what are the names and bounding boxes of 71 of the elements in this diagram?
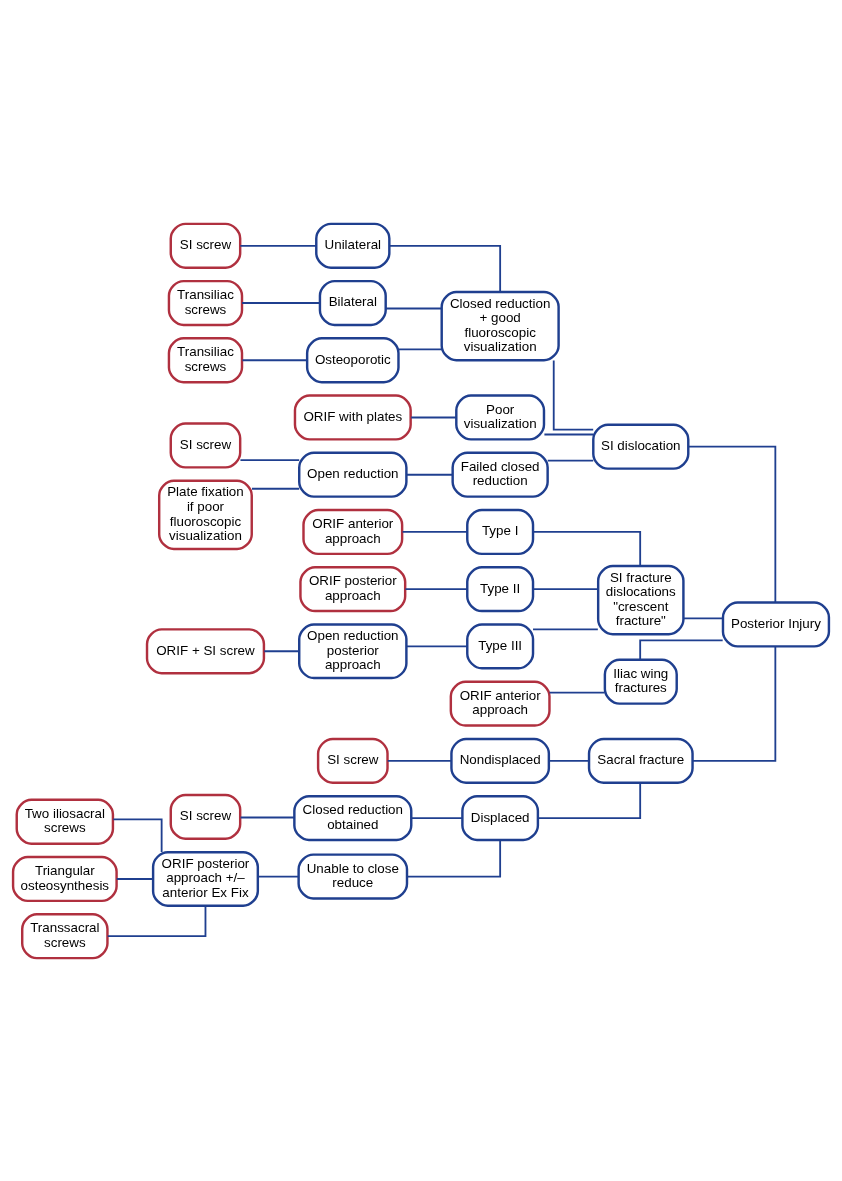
node-box: Displaced [461,794,540,841]
node-box: Unable to close reduce [297,852,409,900]
connector [691,645,777,762]
node-box: Transiliac screws [167,336,244,383]
connector [384,307,443,309]
node-box: Plate fixation if poor fluoroscopic visualization [158,479,253,550]
node-box: Posterior Injury [721,600,831,648]
connector [112,817,163,853]
node-box: ORIF posterior approach +/– anterior Ex Fix [151,850,260,907]
node-box: SI dislocation [592,423,690,470]
connector [241,301,321,304]
connector [404,587,468,590]
connector [239,816,296,818]
node-box: Type III [466,622,535,670]
connector [239,244,317,247]
node-box: SI screw [169,222,242,269]
node-box: Iliac wing fractures [603,658,678,705]
node-box: Closed reduction obtained [293,794,413,841]
node-box: ORIF + SI screw [145,627,266,674]
connector [532,530,642,567]
connector [532,627,599,630]
node-box: SI screw [316,737,389,784]
node-box: Osteoporotic [305,336,400,383]
connector [257,875,300,877]
node-box: Sacral fracture [587,737,694,784]
node-box: ORIF anterior approach [302,508,404,555]
node-box: SI screw [169,793,242,840]
connector [386,759,452,762]
node-box: Type II [466,565,535,612]
connector [548,691,606,694]
connector [682,617,724,619]
connector [406,838,502,877]
node-box: Open reduction [298,451,408,498]
node-box: Type I [466,508,535,555]
connector [410,416,457,418]
connector [543,433,595,435]
connector [405,645,468,647]
node-box: SI fracture dislocations "crescent fracture" [596,564,685,635]
connector [410,816,464,819]
node-box: Bilateral [318,279,387,326]
node-box: Two iliosacral screws [15,798,115,845]
connector [552,359,595,431]
node-box: ORIF with plates [293,393,412,441]
connector [532,587,599,590]
node-box: Poor visualization [455,393,546,441]
connector [397,347,443,350]
connector [639,638,724,660]
node-box: Failed closed reduction [451,451,549,498]
node-box: Closed reduction + good fluoroscopic visualization [440,290,560,361]
connector [401,530,468,533]
connector [251,487,301,490]
connector [115,877,154,880]
node-box: ORIF anterior approach [449,680,551,727]
connector [537,781,642,819]
connector [106,904,207,937]
connector [546,459,595,462]
node-box: Transiliac screws [167,279,244,326]
node-box: SI screw [169,421,242,469]
node-box: Unilateral [315,222,391,269]
connector [263,649,301,652]
node-box: Nondisplaced [450,737,551,784]
node-box: Transsacral screws [21,912,109,959]
connector [388,244,502,293]
node-box: Triangular osteosynthesis [11,855,118,902]
connector [405,473,454,476]
node-box: ORIF posterior approach [299,565,407,612]
connector [239,458,301,461]
connector [241,358,308,361]
connector [548,759,590,762]
node-box: Open reduction posterior approach [298,622,408,679]
connector [687,445,777,603]
